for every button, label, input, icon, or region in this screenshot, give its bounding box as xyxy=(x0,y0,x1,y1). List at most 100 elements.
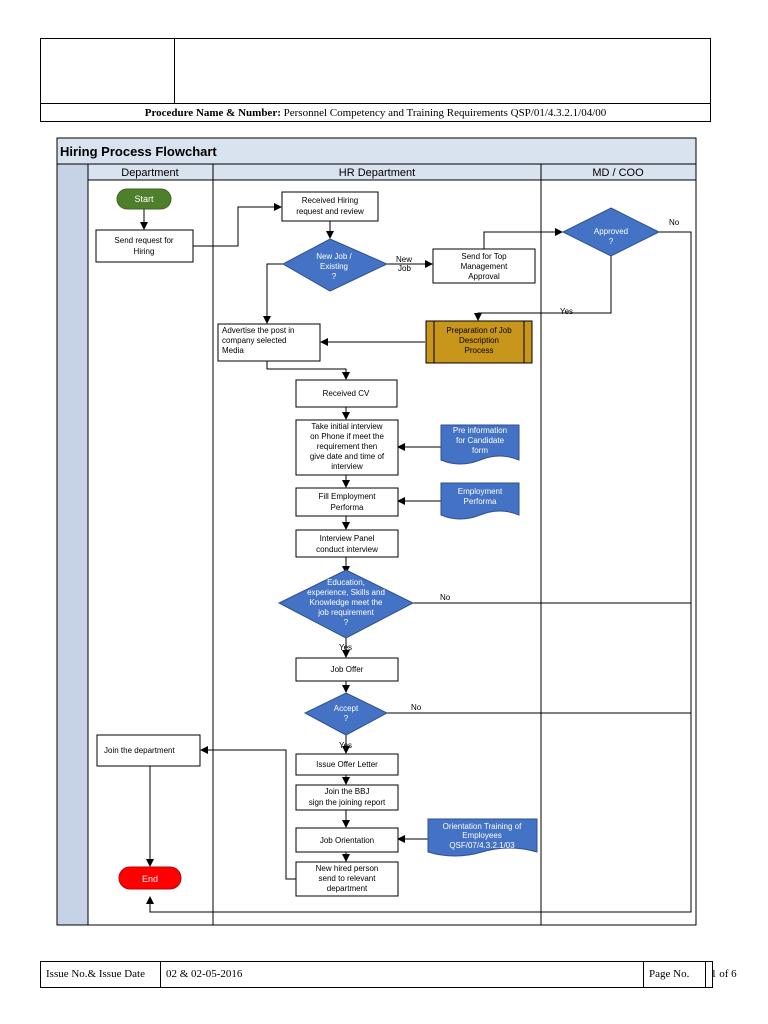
left-strip xyxy=(56,163,89,926)
panel-interview-line2: conduct interview xyxy=(316,545,378,554)
employment-performa-line2: Performa xyxy=(464,497,497,506)
initial-interview-line5: interview xyxy=(331,462,363,471)
document-footer: Issue No.& Issue Date 02 & 02-05-2016 Pa… xyxy=(40,961,737,988)
education-line3: Knowledge meet the xyxy=(310,598,383,607)
employment-performa-line1: Employment xyxy=(458,487,503,496)
initial-interview-line3: requirement then xyxy=(317,442,377,451)
join-bbj-box xyxy=(295,784,399,811)
approved-line2: ? xyxy=(609,237,614,246)
new-hired-line2: send to relevant xyxy=(319,874,377,883)
prep-jd-line2: Description xyxy=(459,336,499,345)
edge-label-no-education: No xyxy=(440,593,451,602)
prep-jd-line1: Preparation of Job xyxy=(446,326,512,335)
fill-employment-line2: Performa xyxy=(331,503,364,512)
issue-label: Issue No.& Issue Date xyxy=(41,962,161,987)
issue-offer-box xyxy=(295,753,399,776)
procedure-label: Procedure Name & Number: xyxy=(144,107,281,119)
connector xyxy=(146,231,692,913)
initial-interview-line2: on Phone if meet the xyxy=(310,432,384,441)
edge-label-job: Job xyxy=(398,264,411,273)
procedure-value: Personnel Competency and Training Requir… xyxy=(283,107,607,119)
pre-info-line2: for Candidate xyxy=(456,436,505,445)
connector xyxy=(193,203,282,247)
accept-line1: Accept xyxy=(334,704,359,713)
connectors xyxy=(140,203,692,913)
send-top-line3: Approval xyxy=(468,272,500,281)
issue-value: 02 & 02-05-2016 xyxy=(161,962,644,987)
new-job-line2: Existing xyxy=(320,262,348,271)
connector xyxy=(483,228,563,249)
lane-label-hr: HR Department xyxy=(339,167,415,179)
logo-cell xyxy=(41,39,175,103)
education-line1: Education, xyxy=(327,578,365,587)
lane-label-md: MD / COO xyxy=(592,167,644,179)
new-job-line1: New Job / xyxy=(316,252,352,261)
send-top-line1: Send for Top xyxy=(461,252,507,261)
orientation-training-document xyxy=(427,818,538,857)
job-orientation-box xyxy=(295,827,399,853)
end-terminal xyxy=(118,866,182,890)
job-orientation-label: Job Orientation xyxy=(320,836,374,845)
send-request-line2: Hiring xyxy=(134,247,155,256)
new-job-line3: ? xyxy=(332,272,337,281)
edge-label-yes-approved: Yes xyxy=(560,307,573,316)
join-bbj-line1: Join the BBJ xyxy=(325,787,370,796)
procedure-row: Procedure Name & Number: Personnel Compe… xyxy=(41,103,710,122)
connector xyxy=(263,263,283,324)
received-hiring-line1: Received Hiring xyxy=(302,196,358,205)
received-cv-box xyxy=(295,379,398,408)
edge-label-new: New xyxy=(396,255,412,264)
education-decision xyxy=(277,569,415,639)
edge-label-no-accept: No xyxy=(411,703,422,712)
orientation-training-line3: QSF/07/4.3.2.1/03 xyxy=(449,841,515,850)
advertise-box xyxy=(217,323,321,362)
initial-interview-box xyxy=(295,419,399,476)
join-department-label: Join the department xyxy=(104,746,175,755)
job-offer-box xyxy=(295,657,399,682)
connector xyxy=(266,361,350,380)
send-top-box xyxy=(432,248,536,284)
initial-interview-line4: give date and time of xyxy=(310,452,385,461)
join-department-box xyxy=(96,734,201,767)
lane-label-department: Department xyxy=(121,167,178,179)
education-line5: ? xyxy=(344,618,349,627)
accept-decision xyxy=(303,692,389,736)
pre-info-line3: form xyxy=(472,446,488,455)
job-offer-label: Job Offer xyxy=(331,665,364,674)
orientation-training-line2: Employees xyxy=(462,831,502,840)
fill-employment-box xyxy=(295,487,399,517)
pre-info-document xyxy=(440,424,520,465)
join-bbj-line2: sign the joining report xyxy=(309,798,386,807)
edge-label-no-approved: No xyxy=(669,218,680,227)
document-header: Procedure Name & Number: Personnel Compe… xyxy=(40,38,711,122)
fill-employment-line1: Fill Employment xyxy=(319,492,377,501)
start-label: Start xyxy=(134,194,154,204)
panel-interview-line1: Interview Panel xyxy=(320,534,375,543)
advertise-line2: company selected xyxy=(222,336,286,345)
end-label: End xyxy=(142,874,158,884)
new-hired-line3: department xyxy=(327,884,368,893)
new-hired-line1: New hired person xyxy=(316,864,379,873)
prep-jd-process xyxy=(425,320,533,364)
initial-interview-line1: Take initial interview xyxy=(311,422,382,431)
approved-decision xyxy=(561,207,661,257)
prep-jd-line3: Process xyxy=(465,346,494,355)
employment-performa-document xyxy=(440,482,520,520)
connector xyxy=(200,746,296,880)
advertise-line1: Advertise the post in xyxy=(222,326,294,335)
pre-info-line1: Pre information xyxy=(453,426,507,435)
advertise-line3: Media xyxy=(222,346,244,355)
edge-label-yes-education: Yes xyxy=(339,643,352,652)
start-terminal xyxy=(116,188,172,210)
send-request-box xyxy=(95,229,194,263)
new-hired-box xyxy=(295,861,399,897)
issue-offer-label: Issue Offer Letter xyxy=(316,760,378,769)
education-line2: experience, Skills and xyxy=(307,588,385,597)
received-hiring-line2: request and review xyxy=(296,207,364,216)
received-cv-label: Received CV xyxy=(323,389,370,398)
edge-label-yes-accept: Yes xyxy=(339,741,352,750)
lane-header-md xyxy=(540,163,697,181)
page-label: Page No. xyxy=(644,962,706,987)
send-request-line1: Send request for xyxy=(114,236,173,245)
send-top-line2: Management xyxy=(461,262,508,271)
